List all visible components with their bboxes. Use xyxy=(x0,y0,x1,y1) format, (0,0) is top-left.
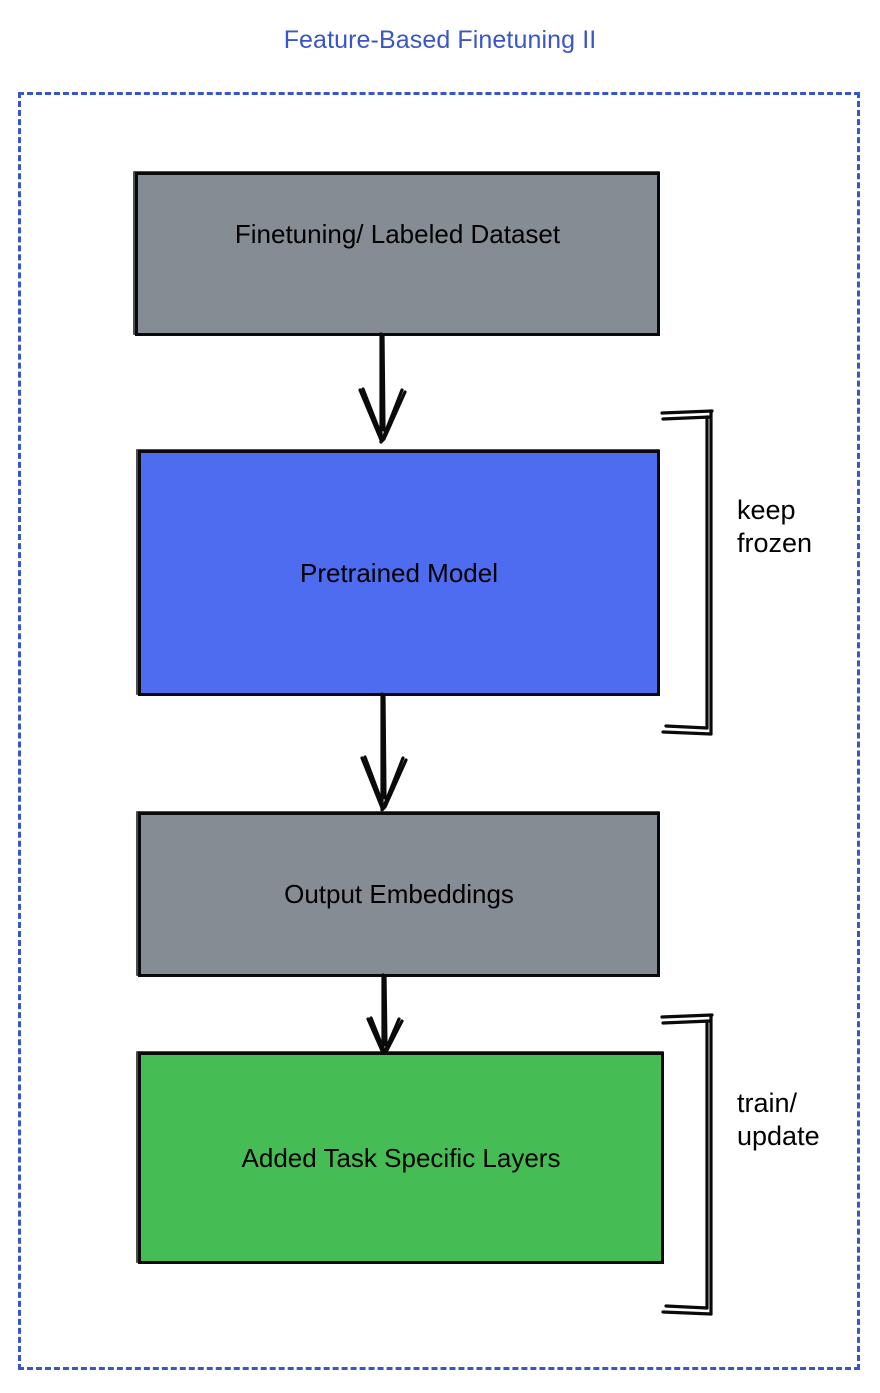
node-finetuning-labeled-dataset[interactable]: Finetuning/ Labeled Dataset xyxy=(133,171,660,336)
annotation-train-update: train/ update xyxy=(737,1088,820,1151)
node-added-task-specific-layers[interactable]: Added Task Specific Layers xyxy=(136,1051,664,1264)
node-label-dataset: Finetuning/ Labeled Dataset xyxy=(234,219,561,249)
node-label-pretrained: Pretrained Model xyxy=(300,557,498,588)
page-title: Feature-Based Finetuning II xyxy=(283,26,597,54)
node-output-embeddings[interactable]: Output Embeddings xyxy=(136,811,660,977)
annotation-keep-frozen: keep frozen xyxy=(737,495,813,558)
node-pretrained-model[interactable]: Pretrained Model xyxy=(136,449,660,696)
node-label-tasklayers: Added Task Specific Layers xyxy=(241,1142,561,1173)
diagram-outer-frame xyxy=(18,92,860,1370)
node-label-embeddings: Output Embeddings xyxy=(284,879,514,909)
